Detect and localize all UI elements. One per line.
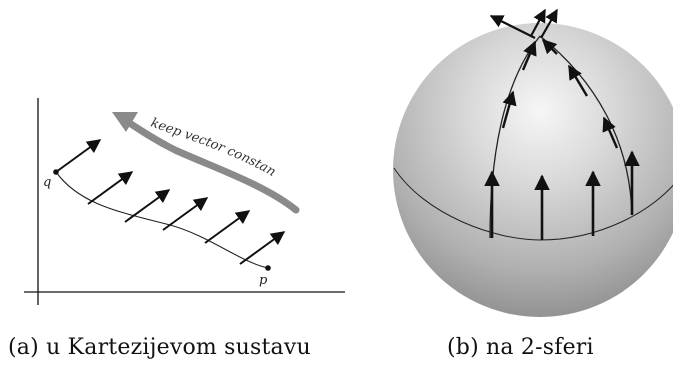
vector-arrow: [530, 8, 546, 37]
equator: [393, 167, 673, 241]
meridian-vectors: [501, 38, 619, 149]
sphere-panel: [385, 0, 673, 320]
vector-arrow: [489, 15, 536, 39]
label-p: p: [259, 273, 268, 288]
vector-arrow: [540, 8, 558, 39]
vector-arrow: [55, 139, 102, 173]
sphere: [393, 23, 673, 317]
vector-arrow: [162, 197, 209, 231]
equator-vectors: [484, 150, 640, 240]
cartesian-panel: q p keep vector constant: [0, 0, 360, 320]
sphere-diagram: [393, 8, 673, 317]
meridian-right: [539, 35, 633, 216]
point-p: [265, 265, 271, 271]
parallel-vectors: [55, 139, 286, 265]
caption-cartesian: (a) u Kartezijevom sustavu: [8, 335, 311, 360]
transport-arrowhead: [112, 112, 138, 132]
keep-vector-constant-label: keep vector constant: [0, 0, 278, 180]
pole-vectors: [489, 8, 558, 39]
transport-arrow: [124, 118, 300, 214]
label-q: q: [43, 175, 51, 190]
vector-arrow: [541, 38, 558, 55]
cartesian-diagram: q p keep vector constant: [0, 0, 345, 305]
vector-arrow: [87, 171, 134, 205]
vector-arrow: [239, 231, 286, 265]
vector-arrow: [521, 40, 537, 71]
vector-arrow: [602, 116, 619, 149]
vector-arrow: [567, 64, 589, 97]
vector-arrow: [124, 189, 171, 223]
vector-arrow: [501, 90, 517, 129]
vector-arrow: [204, 210, 251, 244]
caption-sphere: (b) na 2-sferi: [447, 335, 594, 360]
